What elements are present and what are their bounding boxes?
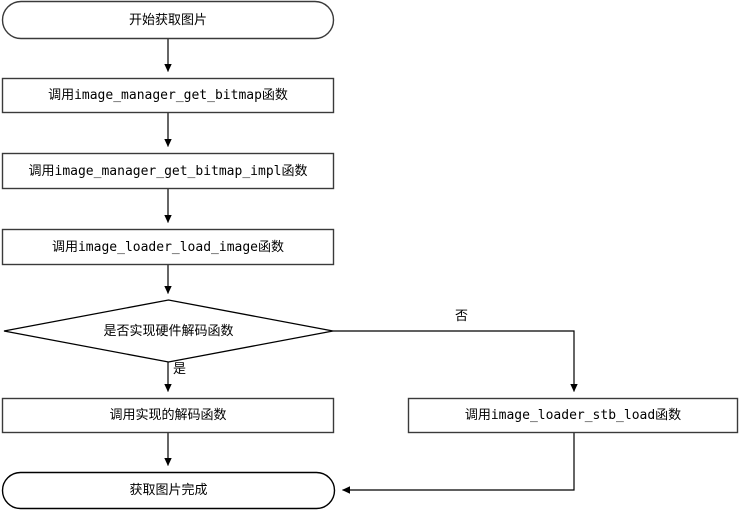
connector-decision-no-to-stb-load bbox=[333, 330, 578, 392]
edge-label-no: 否 bbox=[455, 309, 469, 324]
connector-stb-load-to-end bbox=[342, 433, 575, 494]
node-shape-call-get-bitmap[interactable] bbox=[1, 77, 335, 114]
node-shape-end[interactable] bbox=[1, 471, 336, 510]
node-shape-call-get-bitmap-impl[interactable] bbox=[1, 152, 335, 190]
node-label-end: 获取图片完成 bbox=[129, 483, 208, 498]
node-shape-decision-hw-decode[interactable] bbox=[3, 299, 334, 363]
node-label-call-impl-decode: 调用实现的解码函数 bbox=[109, 408, 227, 423]
node-label-call-stb-load: 调用image_loader_stb_load函数 bbox=[464, 408, 682, 423]
node-label-call-get-bitmap: 调用image_manager_get_bitmap函数 bbox=[48, 88, 288, 103]
node-shape-call-loader-load-image[interactable] bbox=[1, 228, 335, 266]
edge-label-yes: 是 bbox=[173, 362, 187, 377]
node-shape-start[interactable] bbox=[1, 0, 335, 40]
node-label-decision-hw-decode: 是否实现硬件解码函数 bbox=[103, 323, 234, 339]
node-label-call-loader-load-image: 调用image_loader_load_image函数 bbox=[51, 239, 284, 255]
node-shape-call-impl-decode[interactable] bbox=[1, 397, 335, 434]
node-shape-call-stb-load[interactable] bbox=[407, 397, 739, 434]
node-label-start: 开始获取图片 bbox=[128, 12, 207, 28]
node-label-call-get-bitmap-impl: 调用image_manager_get_bitmap_impl函数 bbox=[28, 163, 308, 179]
